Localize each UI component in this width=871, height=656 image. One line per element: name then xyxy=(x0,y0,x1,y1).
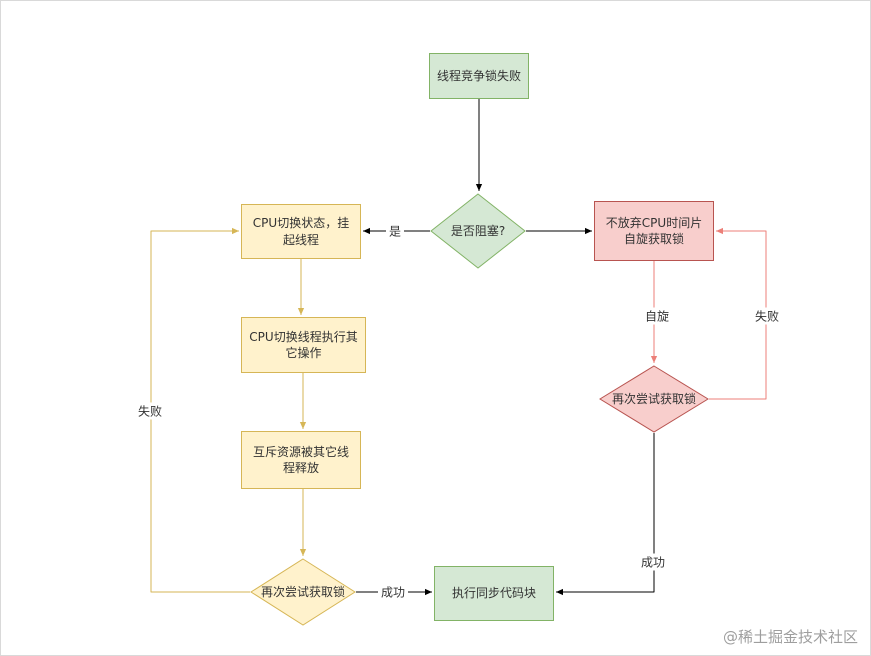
node-start: 线程竞争锁失败 xyxy=(429,53,529,99)
node-spin-lock-label: 不放弃CPU时间片自旋获取锁 xyxy=(605,215,703,246)
edge-label-success-left: 成功 xyxy=(377,583,409,601)
node-retry-lock-left: 再次尝试获取锁 xyxy=(250,558,356,626)
node-retry-lock-right: 再次尝试获取锁 xyxy=(599,365,709,433)
node-spin-lock: 不放弃CPU时间片自旋获取锁 xyxy=(594,201,714,261)
node-cpu-suspend-label: CPU切换状态，挂起线程 xyxy=(252,216,350,247)
edge-label-success-right: 成功 xyxy=(637,553,669,571)
diamond-shape-green xyxy=(430,193,526,269)
edge-label-spin: 自旋 xyxy=(641,307,673,325)
node-mutex-released-label: 互斥资源被其它线程释放 xyxy=(252,444,349,475)
node-decision-blocking-label: 是否阻塞? xyxy=(450,223,506,238)
node-exec-sync: 执行同步代码块 xyxy=(434,566,554,621)
node-decision-blocking: 是否阻塞? xyxy=(430,193,526,269)
node-cpu-suspend: CPU切换状态，挂起线程 xyxy=(241,204,361,259)
edge-label-yes: 是 xyxy=(385,222,405,240)
node-mutex-released: 互斥资源被其它线程释放 xyxy=(241,431,361,489)
edge-label-fail-right: 失败 xyxy=(751,307,783,325)
node-retry-lock-left-label: 再次尝试获取锁 xyxy=(260,584,345,599)
node-cpu-other-ops: CPU切换线程执行其它操作 xyxy=(241,317,366,373)
edge-retry-left-fail-loop xyxy=(150,227,250,593)
node-retry-lock-right-label: 再次尝试获取锁 xyxy=(611,391,696,406)
diamond-shape-pink xyxy=(599,365,709,433)
node-cpu-other-ops-label: CPU切换线程执行其它操作 xyxy=(249,329,358,360)
edge-retry-right-to-exec xyxy=(556,433,655,596)
diamond-shape-yellow xyxy=(250,558,356,626)
edge-label-fail-left: 失败 xyxy=(134,402,166,420)
node-exec-sync-label: 执行同步代码块 xyxy=(451,586,536,601)
watermark-text: @稀土掘金技术社区 xyxy=(722,628,858,646)
node-start-label: 线程竞争锁失败 xyxy=(437,68,522,83)
